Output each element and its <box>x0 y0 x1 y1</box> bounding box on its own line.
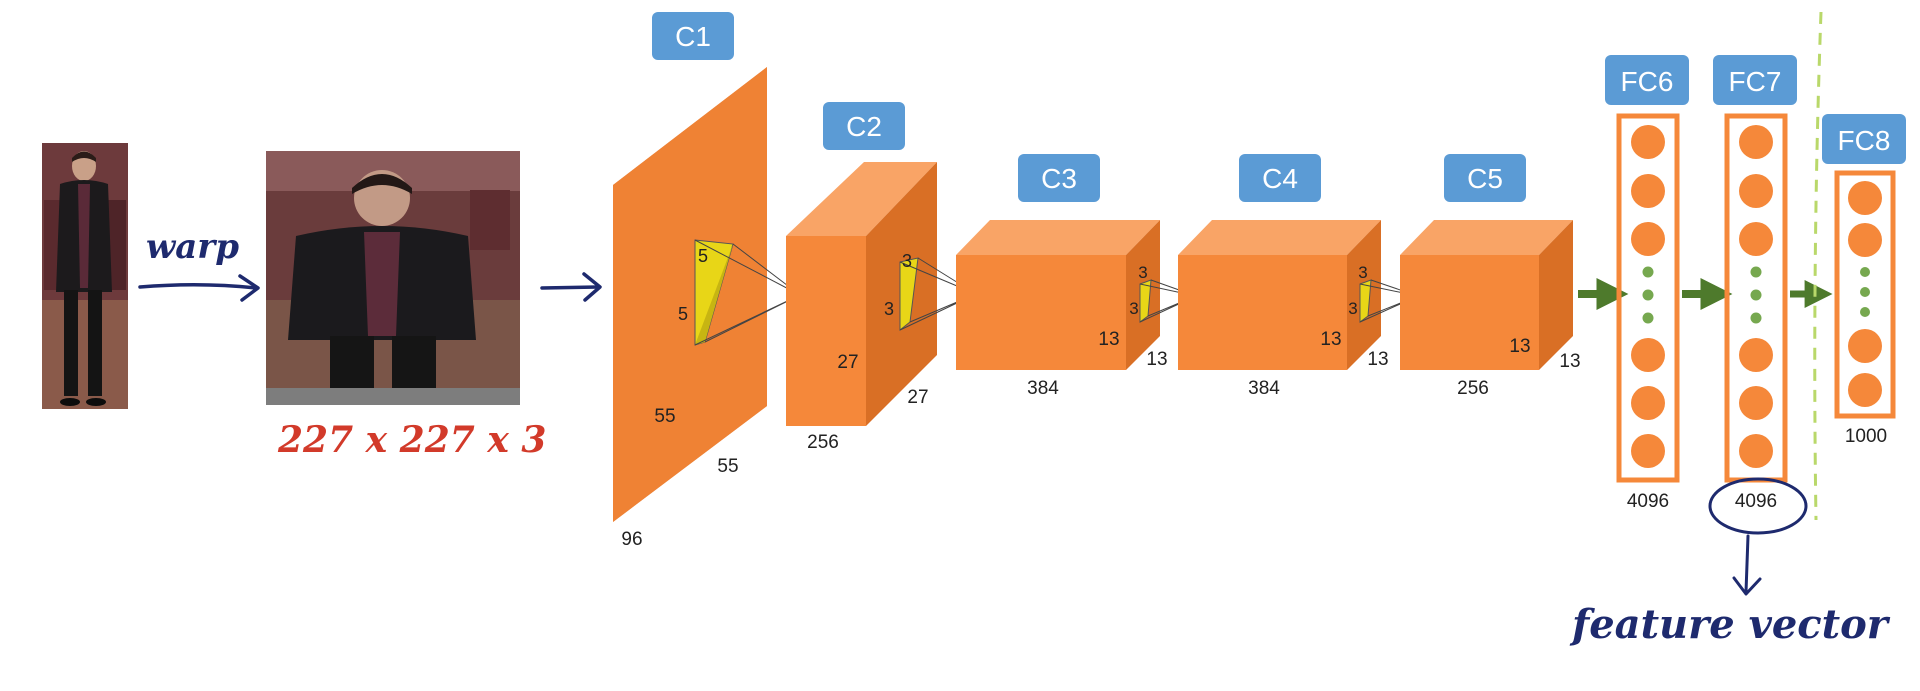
c3-label-box: C3 <box>1018 154 1100 202</box>
fc8-size: 1000 <box>1845 426 1887 447</box>
fc7-label: FC7 <box>1729 66 1782 97</box>
c1-kernel-b: 5 <box>678 304 688 324</box>
original-photo <box>42 143 128 409</box>
fc6-column <box>1616 113 1680 483</box>
c2-depth: 256 <box>807 432 839 453</box>
c4-kernel-a: 3 <box>1358 263 1367 282</box>
c4-label-box: C4 <box>1239 154 1321 202</box>
c1-width: 55 <box>717 456 738 477</box>
c3-label: C3 <box>1041 163 1077 194</box>
c4-label: C4 <box>1262 163 1298 194</box>
fc8-label: FC8 <box>1838 125 1891 156</box>
feature-vector-label: feature vector <box>1569 601 1891 648</box>
feature-vector-arrow <box>1732 534 1762 596</box>
warped-photo <box>266 151 520 405</box>
fc6-label-box: FC6 <box>1605 55 1689 105</box>
c5-depth: 256 <box>1457 378 1489 399</box>
c4-width: 13 <box>1367 349 1388 370</box>
input-arrow <box>540 272 602 302</box>
c3-height: 13 <box>1098 329 1119 350</box>
fc8-label-box: FC8 <box>1822 114 1906 164</box>
fc7-size-circle <box>1708 477 1808 535</box>
c4-height: 13 <box>1320 329 1341 350</box>
c5-label: C5 <box>1467 163 1503 194</box>
c3-kernel-a: 3 <box>1138 263 1147 282</box>
c3-depth: 384 <box>1027 378 1059 399</box>
c2-kernel-a: 3 <box>902 251 912 271</box>
c2-kernel-b: 3 <box>884 299 894 319</box>
c4-kernel-b: 3 <box>1348 299 1357 318</box>
c2-height: 27 <box>837 352 858 373</box>
c1-block <box>613 67 801 522</box>
fc8-column <box>1834 170 1896 419</box>
c1-depth: 96 <box>621 529 642 550</box>
c1-label: C1 <box>675 21 711 52</box>
c4-depth: 384 <box>1248 378 1280 399</box>
c5-width: 13 <box>1559 351 1580 372</box>
c2-block <box>786 162 977 426</box>
c2-width: 27 <box>907 387 928 408</box>
c5-label-box: C5 <box>1444 154 1526 202</box>
c1-label-box: C1 <box>652 12 734 60</box>
input-size-label: 227 x 227 x 3 <box>277 419 546 461</box>
fc6-neurons <box>1631 125 1665 468</box>
fc6-label: FC6 <box>1621 66 1674 97</box>
dashed-divider <box>1813 11 1823 521</box>
fc7-column <box>1724 113 1788 483</box>
fc7-size: 4096 <box>1735 491 1777 512</box>
c1-kernel-a: 5 <box>698 246 708 266</box>
c5-height: 13 <box>1509 336 1530 357</box>
fc6-size: 4096 <box>1627 491 1669 512</box>
c3-kernel-b: 3 <box>1129 299 1138 318</box>
c4-block <box>1178 220 1419 370</box>
fc7-label-box: FC7 <box>1713 55 1797 105</box>
c5-block <box>1400 220 1573 370</box>
c3-block <box>956 220 1197 370</box>
warp-arrow <box>138 274 260 302</box>
fc8-neurons <box>1848 181 1882 407</box>
fc7-neurons <box>1739 125 1773 468</box>
c2-label-box: C2 <box>823 102 905 150</box>
warp-label: warp <box>146 227 239 267</box>
c2-label: C2 <box>846 111 882 142</box>
c1-height: 55 <box>654 406 675 427</box>
c3-width: 13 <box>1146 349 1167 370</box>
